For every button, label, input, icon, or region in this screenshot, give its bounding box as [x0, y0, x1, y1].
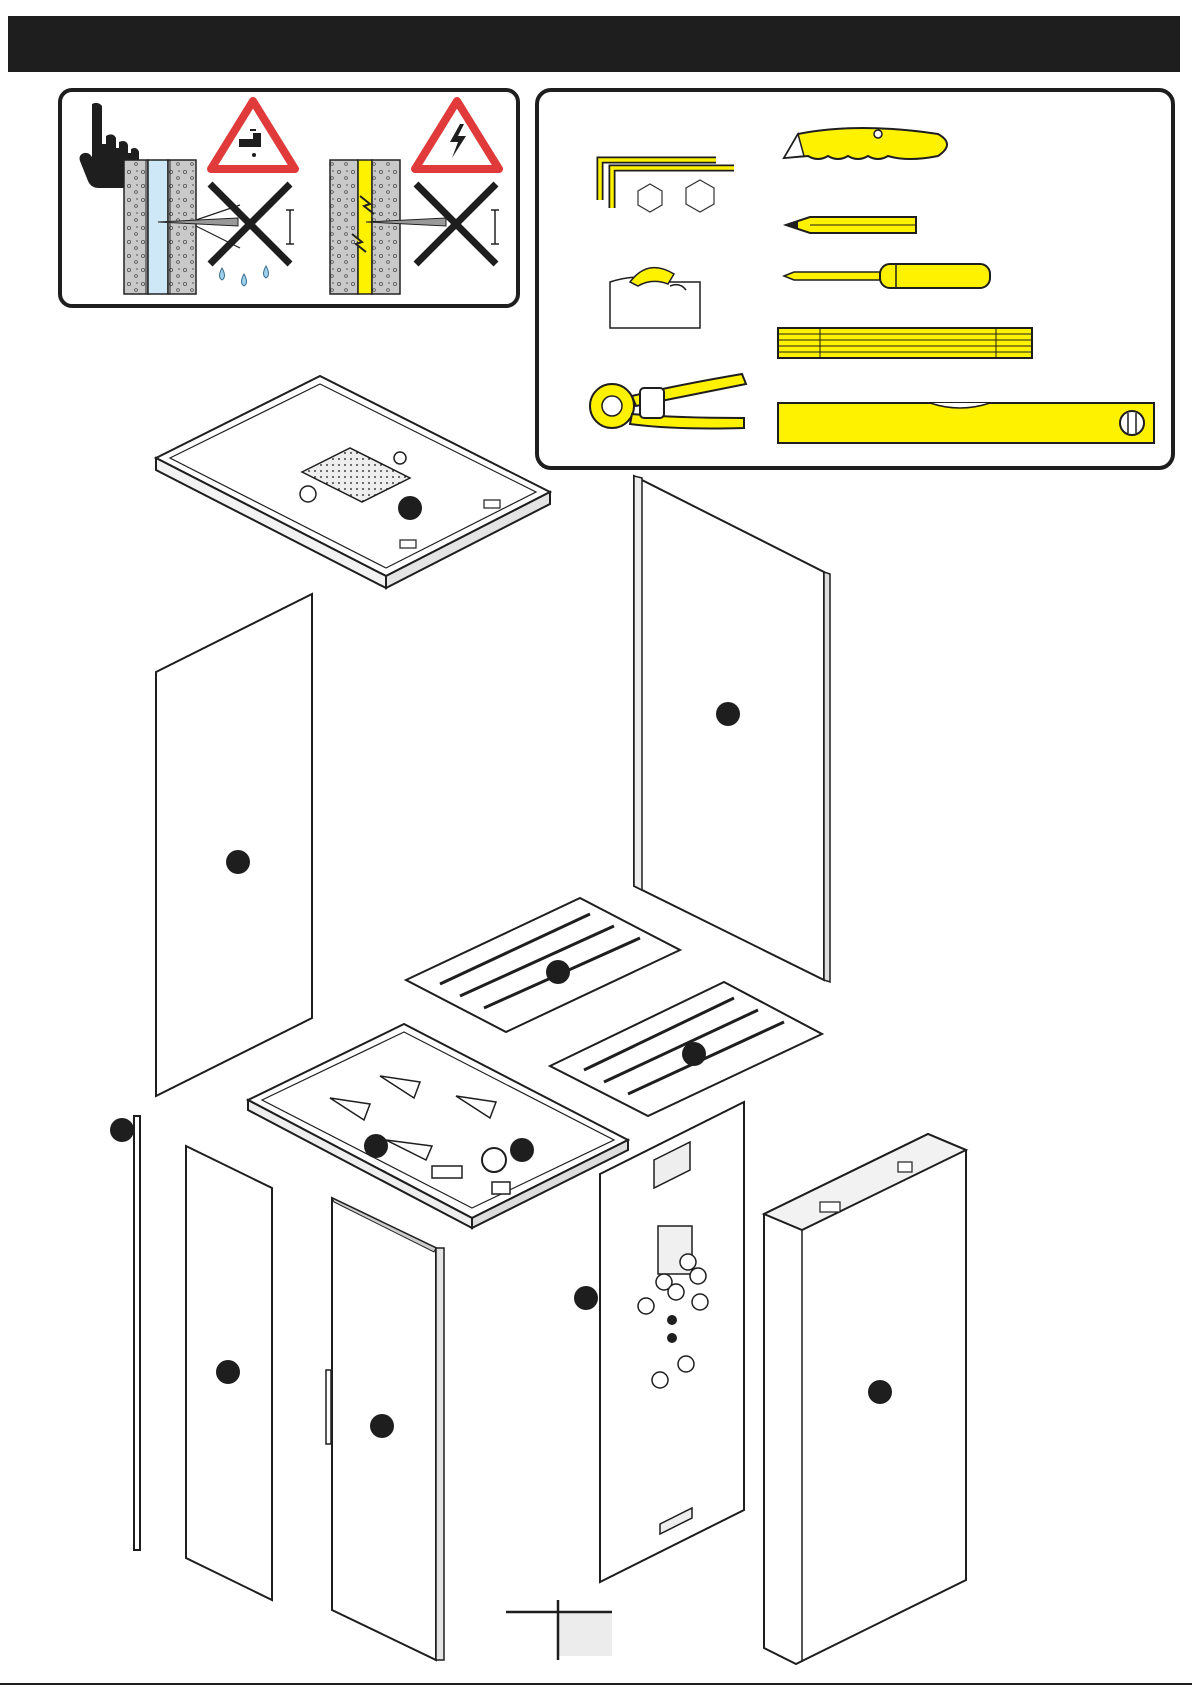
floor-grate-1 — [406, 898, 680, 1032]
part-marker — [868, 1380, 892, 1404]
part-marker — [110, 1118, 134, 1142]
folding-ruler-icon — [778, 328, 1032, 358]
roof-panel — [156, 376, 550, 588]
page-number-tab — [506, 1600, 612, 1660]
part-marker — [398, 496, 422, 520]
floor-grate-2 — [550, 982, 822, 1116]
left-side-panel — [156, 594, 312, 1096]
part-marker — [510, 1138, 534, 1162]
control-panel — [574, 1102, 744, 1582]
right-side-panel — [634, 476, 830, 982]
corner-profile — [110, 1116, 140, 1550]
door-panel — [326, 1198, 444, 1660]
warning-panel — [60, 90, 518, 306]
front-fixed-panel — [186, 1146, 272, 1600]
shower-tray — [248, 1024, 628, 1228]
part-marker — [716, 702, 740, 726]
pencil-icon — [786, 217, 916, 233]
part-marker — [364, 1134, 388, 1158]
utility-knife-icon — [784, 128, 947, 159]
rear-wall-column — [764, 1134, 966, 1664]
part-marker — [226, 850, 250, 874]
part-marker — [216, 1360, 240, 1384]
part-marker — [546, 960, 570, 984]
tools-panel — [537, 90, 1173, 468]
part-marker — [574, 1286, 598, 1310]
spirit-level-icon — [778, 403, 1154, 443]
part-marker — [682, 1042, 706, 1066]
part-marker — [370, 1414, 394, 1438]
